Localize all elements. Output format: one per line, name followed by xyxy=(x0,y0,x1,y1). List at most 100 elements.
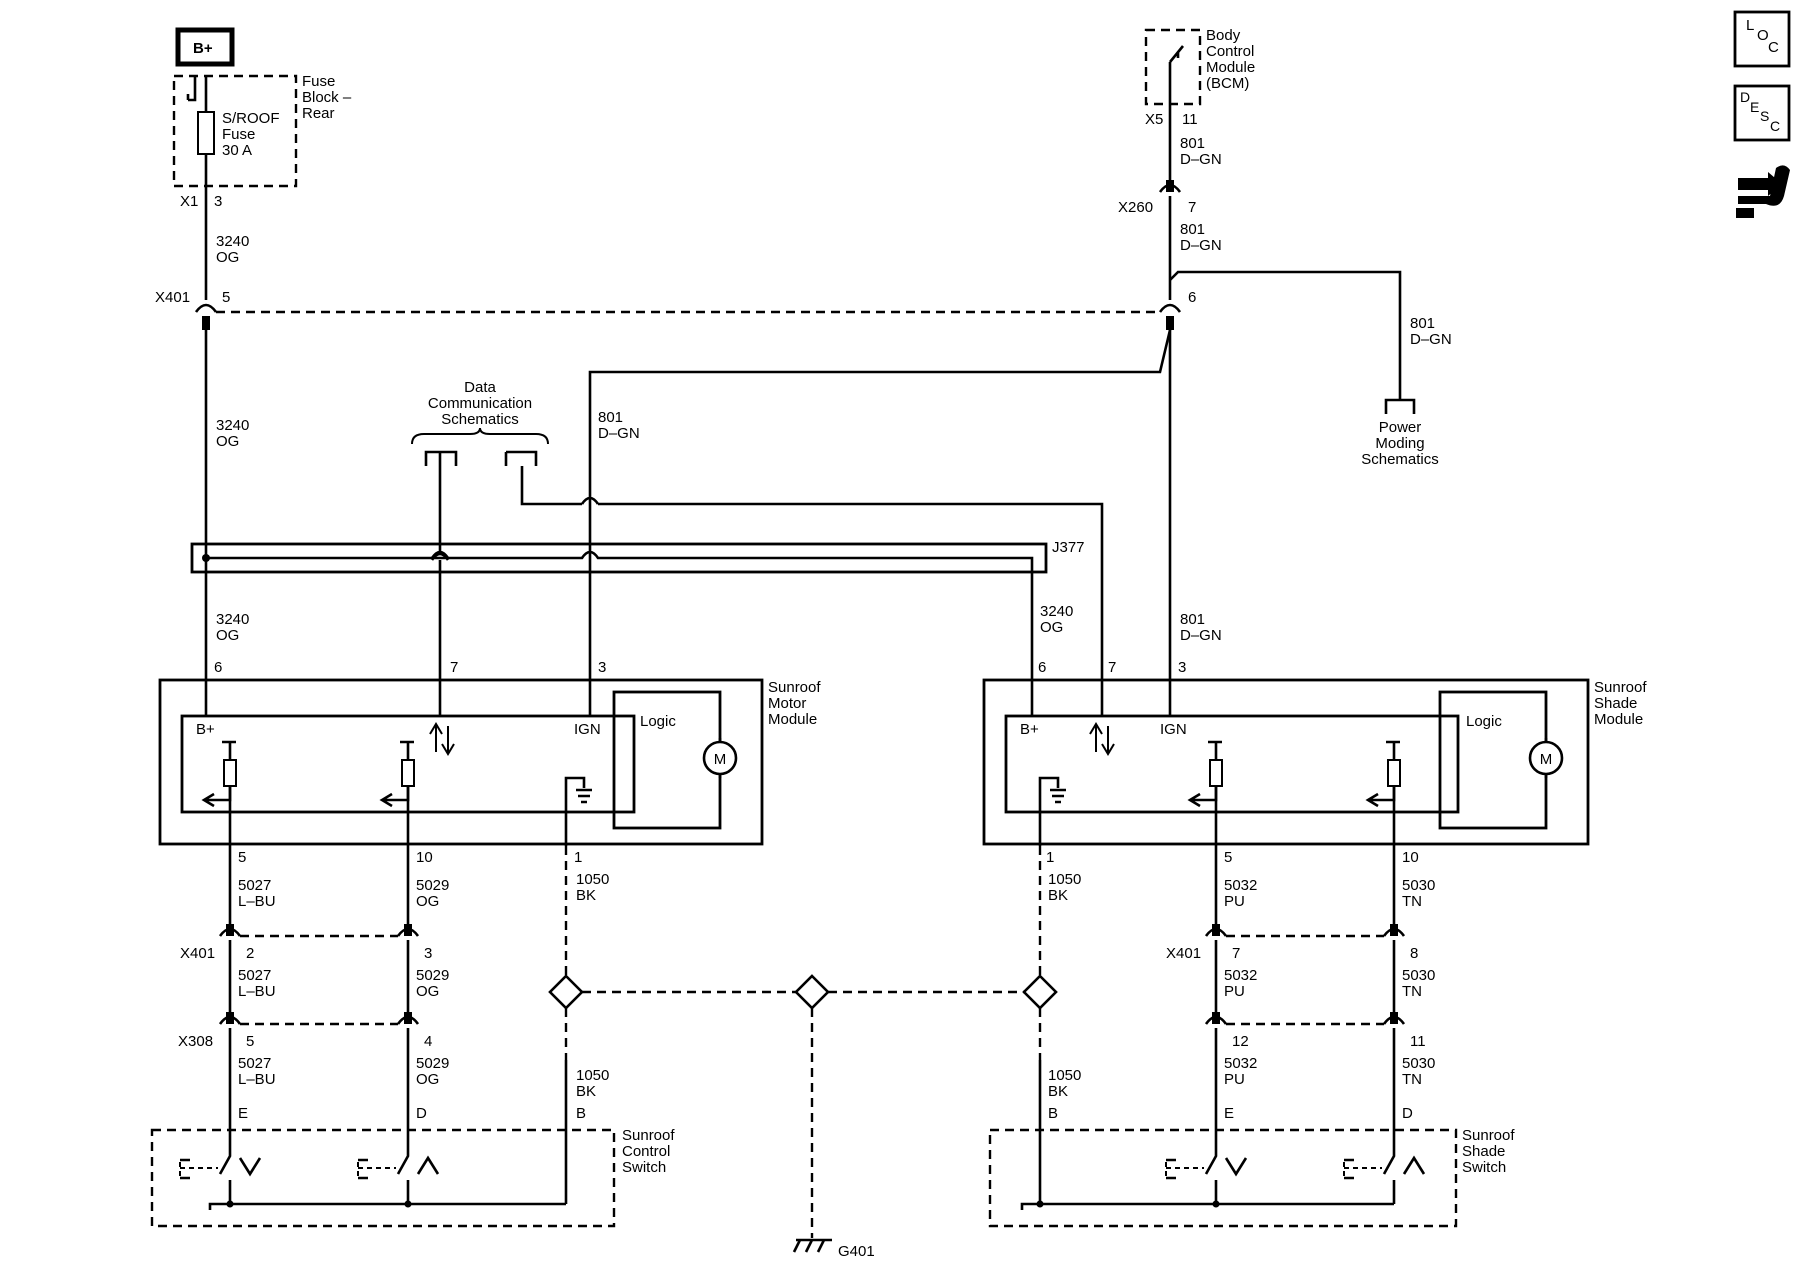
wire-1050-bk-right: 1050 BK 1050 BK xyxy=(1022,846,1081,1204)
wire-801-dgn-left: 801 D–GN xyxy=(588,329,1172,716)
control-switch-pin-e-label: E xyxy=(238,1105,248,1122)
x260-label: X260 xyxy=(1118,199,1153,216)
svg-text:Schematics: Schematics xyxy=(441,411,519,428)
control-switch-pin-d-label: D xyxy=(416,1105,427,1122)
svg-text:L–BU: L–BU xyxy=(238,983,276,1000)
sunroof-motor-module: M Logic B+ IGN Sunroof Motor Module xyxy=(158,678,821,880)
power-moding-reference: Power Moding Schematics xyxy=(1361,398,1439,468)
svg-text:Schematics: Schematics xyxy=(1361,451,1439,468)
fuse-block-rear: Fuse Block – Rear xyxy=(172,73,352,188)
wire-3240-og-left: 3240 OG 3240 OG 3240 OG xyxy=(194,186,249,716)
svg-text:D–GN: D–GN xyxy=(1180,237,1222,254)
svg-text:Logic: Logic xyxy=(640,713,676,730)
svg-text:C: C xyxy=(1768,39,1779,56)
svg-text:OG: OG xyxy=(416,983,439,1000)
svg-text:Shade: Shade xyxy=(1462,1143,1505,1160)
data-communication-reference: Data Communication Schematics xyxy=(411,379,549,466)
svg-text:Switch: Switch xyxy=(1462,1159,1506,1176)
svg-text:1050: 1050 xyxy=(576,871,609,888)
wrench-arrow-icon[interactable] xyxy=(1736,165,1790,218)
wire-801-dgn-right: 801 D–GN 801 D–GN 801 D–GN xyxy=(1158,104,1222,716)
shade-pin-3-label: 3 xyxy=(1178,659,1186,676)
svg-text:O: O xyxy=(1757,27,1769,44)
svg-text:5029: 5029 xyxy=(416,877,449,894)
svg-text:5027: 5027 xyxy=(238,1055,271,1072)
shade-pin-1-label: 1 xyxy=(1046,849,1054,866)
svg-text:Module: Module xyxy=(1594,711,1643,728)
svg-text:C: C xyxy=(1770,118,1780,134)
svg-text:L–BU: L–BU xyxy=(238,893,276,910)
bcm-connector-x5-label: X5 xyxy=(1145,111,1163,128)
svg-text:OG: OG xyxy=(216,249,239,266)
svg-text:Module: Module xyxy=(1206,59,1255,76)
shade-switch-pin-d-label: D xyxy=(1402,1105,1413,1122)
svg-text:Sunroof: Sunroof xyxy=(768,679,821,696)
svg-text:Motor: Motor xyxy=(768,695,806,712)
svg-text:S: S xyxy=(1760,108,1769,124)
svg-text:Sunroof: Sunroof xyxy=(1462,1127,1515,1144)
x401-pin-8-label: 8 xyxy=(1410,945,1418,962)
x308-pin-5-label: 5 xyxy=(246,1033,254,1050)
svg-text:801: 801 xyxy=(1180,221,1205,238)
svg-text:OG: OG xyxy=(1040,619,1063,636)
motor-pin-5-label: 5 xyxy=(238,849,246,866)
sunroof-control-switch: Sunroof Control Switch xyxy=(150,1127,675,1228)
svg-text:Moding: Moding xyxy=(1375,435,1424,452)
wire-data-motor xyxy=(430,452,450,716)
body-control-module: Body Control Module (BCM) xyxy=(1144,27,1255,106)
sunroof-shade-switch: Sunroof Shade Switch xyxy=(988,1127,1515,1228)
wire-801-dgn-power-moding: 801 D–GN xyxy=(1169,270,1452,400)
svg-text:D–GN: D–GN xyxy=(1180,151,1222,168)
svg-text:1050: 1050 xyxy=(1048,871,1081,888)
sroof-fuse: S/ROOF Fuse 30 A xyxy=(186,76,280,186)
svg-text:PU: PU xyxy=(1224,1071,1245,1088)
svg-text:5032: 5032 xyxy=(1224,967,1257,984)
motor-pin-7-label: 7 xyxy=(450,659,458,676)
shade-pin-10-label: 10 xyxy=(1402,849,1419,866)
wire-data-shade xyxy=(520,466,1104,716)
x401-pin-2-label: 2 xyxy=(246,945,254,962)
svg-text:J377: J377 xyxy=(1052,539,1085,556)
motor-pin-1-label: 1 xyxy=(574,849,582,866)
svg-text:5030: 5030 xyxy=(1402,877,1435,894)
svg-text:1050: 1050 xyxy=(576,1067,609,1084)
ground-g401: G401 xyxy=(792,1238,875,1260)
shade-pin-6-label: 6 xyxy=(1038,659,1046,676)
svg-text:BK: BK xyxy=(576,1083,596,1100)
sunroof-shade-module: M Logic B+ IGN Sunroof Shade Module xyxy=(982,678,1647,880)
svg-text:M: M xyxy=(714,751,727,768)
svg-text:Switch: Switch xyxy=(622,1159,666,1176)
shade-pin-5-label: 5 xyxy=(1224,849,1232,866)
svg-text:TN: TN xyxy=(1402,1071,1422,1088)
battery-positive: B+ xyxy=(175,27,235,67)
description-view-button[interactable]: D E S C xyxy=(1733,84,1791,142)
svg-text:801: 801 xyxy=(1180,611,1205,628)
svg-text:801: 801 xyxy=(598,409,623,426)
svg-text:OG: OG xyxy=(216,433,239,450)
wire-5029-og: 5029 OG 5029 OG 5029 OG xyxy=(396,877,449,1150)
svg-text:G401: G401 xyxy=(838,1243,875,1260)
svg-text:5029: 5029 xyxy=(416,967,449,984)
svg-text:S/ROOF: S/ROOF xyxy=(222,110,280,127)
j377-splice-pack: J377 3240 OG xyxy=(190,539,1085,716)
svg-text:M: M xyxy=(1540,751,1553,768)
svg-text:3240: 3240 xyxy=(216,233,249,250)
svg-text:E: E xyxy=(1750,99,1759,115)
x401-pin-7-label: 7 xyxy=(1232,945,1240,962)
svg-text:Data: Data xyxy=(464,379,496,396)
location-view-button[interactable]: L O C xyxy=(1733,10,1791,68)
svg-text:801: 801 xyxy=(1180,135,1205,152)
wire-5032-pu: 5032 PU 5032 PU 5032 PU xyxy=(1204,877,1257,1150)
svg-text:5032: 5032 xyxy=(1224,1055,1257,1072)
svg-text:TN: TN xyxy=(1402,893,1422,910)
bcm-pin-11-label: 11 xyxy=(1182,111,1198,128)
svg-text:Shade: Shade xyxy=(1594,695,1637,712)
svg-text:L–BU: L–BU xyxy=(238,1071,276,1088)
svg-text:B+: B+ xyxy=(1020,721,1039,738)
control-switch-pin-b-label: B xyxy=(576,1105,586,1122)
svg-text:3240: 3240 xyxy=(216,417,249,434)
svg-text:5032: 5032 xyxy=(1224,877,1257,894)
svg-text:OG: OG xyxy=(416,893,439,910)
x401-pin-3-label: 3 xyxy=(424,945,432,962)
svg-text:Sunroof: Sunroof xyxy=(1594,679,1647,696)
